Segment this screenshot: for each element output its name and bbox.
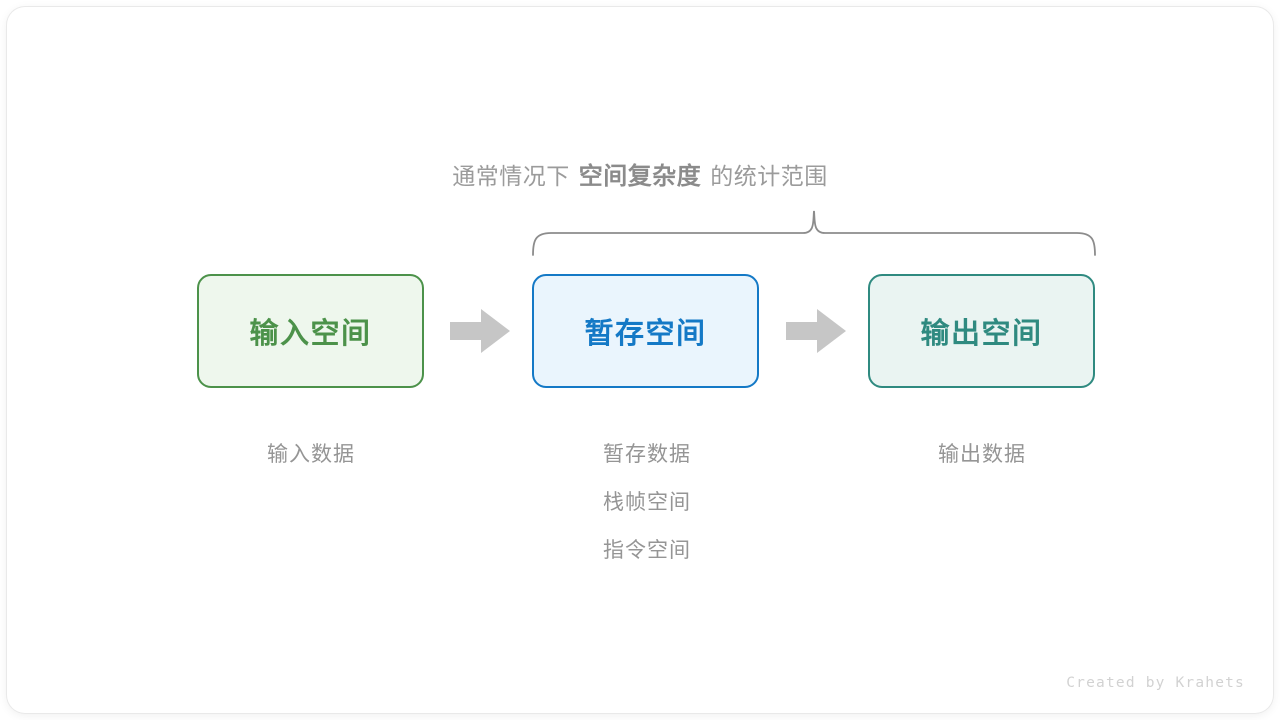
sub-label-item: 输出数据 — [938, 443, 1026, 466]
sub-label-item: 指令空间 — [603, 539, 691, 562]
arrow-input-to-temp — [450, 309, 510, 353]
box-input-space-label: 输入空间 — [249, 318, 372, 350]
diagram-canvas: 通常情况下空间复杂度的统计范围 输入空间 暂存空间 输出空间 输入数据 暂存数据… — [7, 7, 1273, 713]
brace-caption: 通常情况下空间复杂度的统计范围 — [7, 156, 1273, 191]
sub-labels-input: 输入数据 — [191, 431, 431, 479]
brace-icon — [532, 210, 1096, 256]
brace-bracket — [525, 203, 1105, 264]
arrow-temp-to-output — [786, 309, 846, 353]
caption-prefix: 通常情况下 — [452, 163, 570, 189]
sub-label-item: 栈帧空间 — [603, 491, 691, 514]
caption-suffix: 的统计范围 — [710, 163, 828, 189]
box-temp-space-label: 暂存空间 — [584, 318, 707, 350]
box-output-space[interactable]: 输出空间 — [868, 274, 1095, 388]
right-arrow-icon — [786, 309, 846, 353]
sub-label-item: 输入数据 — [267, 443, 355, 466]
author-signature: Created by Krahets — [1066, 675, 1245, 691]
sub-labels-output: 输出数据 — [862, 431, 1102, 479]
box-input-space[interactable]: 输入空间 — [197, 274, 424, 388]
caption-highlight: 空间复杂度 — [578, 163, 702, 190]
box-output-space-label: 输出空间 — [920, 318, 1043, 350]
right-arrow-icon — [450, 309, 510, 353]
sub-labels-temp: 暂存数据 栈帧空间 指令空间 — [527, 431, 767, 575]
box-temp-space[interactable]: 暂存空间 — [532, 274, 759, 388]
sub-label-item: 暂存数据 — [603, 443, 691, 466]
